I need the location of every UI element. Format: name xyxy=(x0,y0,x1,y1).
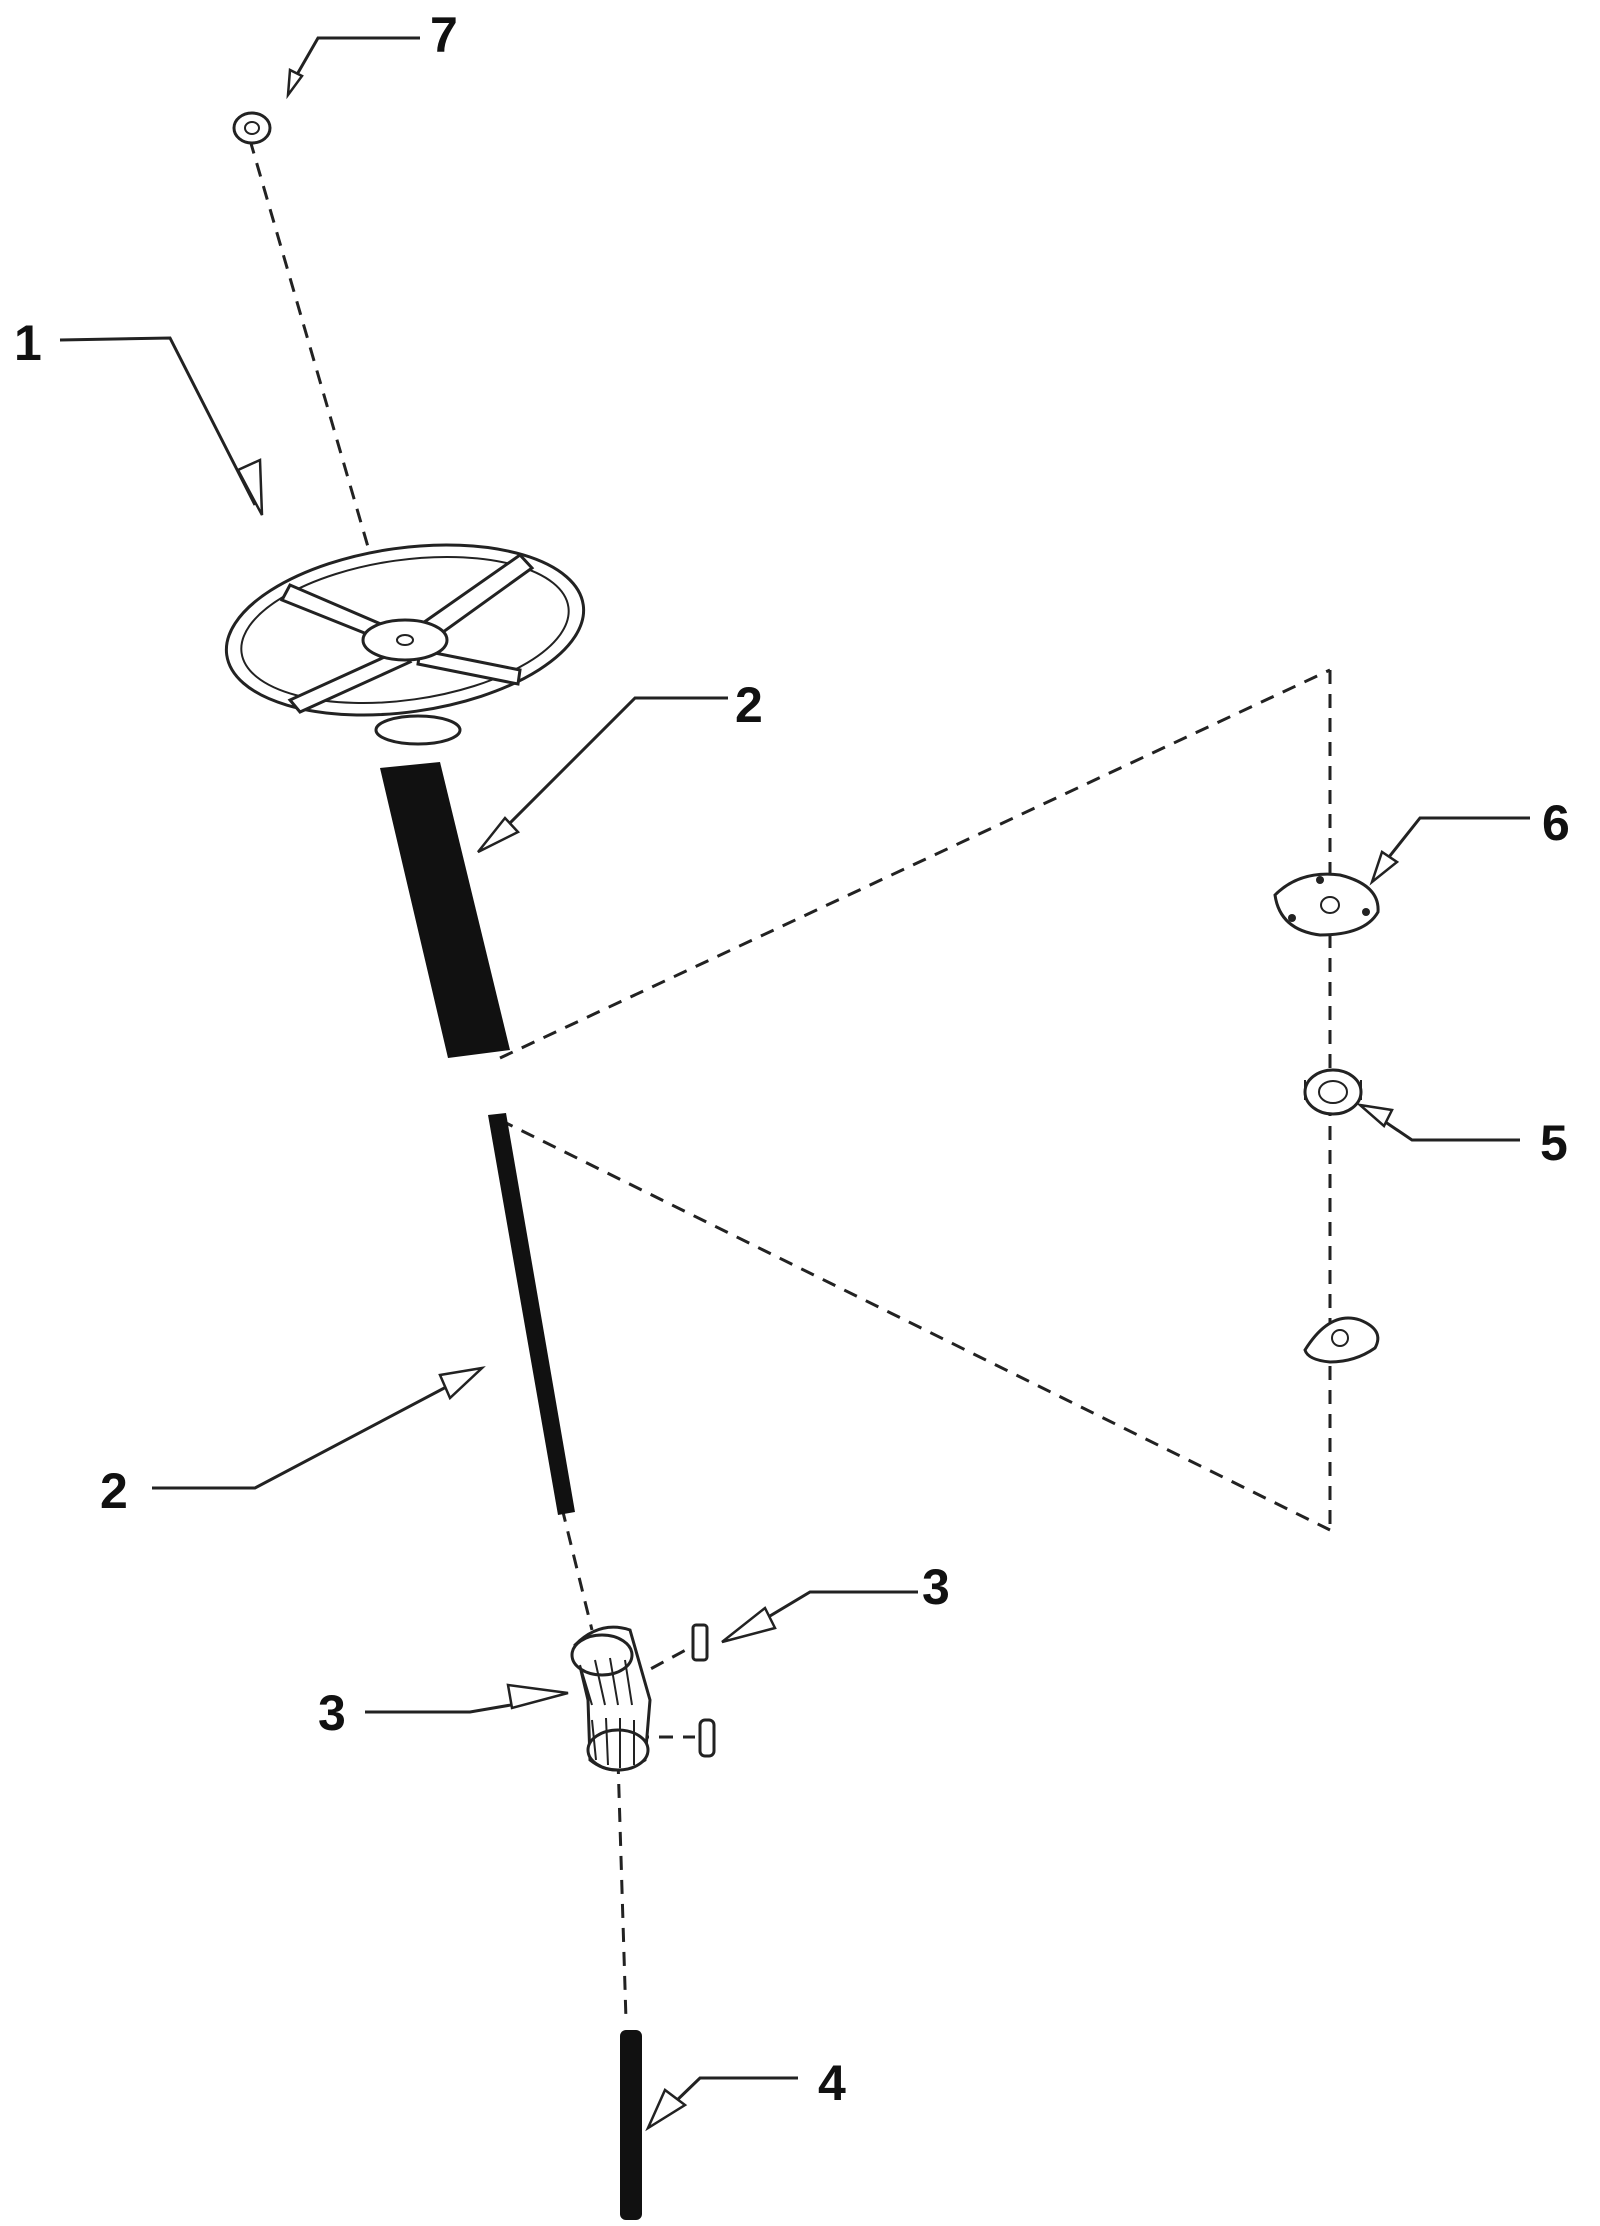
sleeve-part-2 xyxy=(380,762,510,1058)
pin-lower xyxy=(698,1718,716,1758)
axis-lower-diagonal xyxy=(499,1118,1331,1532)
label-part-2-upper: 2 xyxy=(735,677,763,733)
coupler-part-3 xyxy=(570,1625,652,1772)
axis-upper-diagonal xyxy=(499,668,1331,1060)
flange-part-6 xyxy=(1273,872,1380,937)
label-part-2-lower: 2 xyxy=(100,1463,128,1519)
rod-part-4 xyxy=(620,2030,642,2220)
assembly-axes xyxy=(248,139,1332,2021)
label-part-4: 4 xyxy=(818,2055,846,2111)
flange-lower xyxy=(1303,1316,1380,1364)
axis-shaft-to-coupler xyxy=(560,1507,594,1631)
label-part-3-right: 3 xyxy=(922,1559,950,1615)
label-part-6: 6 xyxy=(1542,795,1570,851)
label-part-7: 7 xyxy=(430,7,458,63)
axis-coupler-to-rod xyxy=(616,1759,628,2021)
label-part-5: 5 xyxy=(1540,1115,1568,1171)
bearing-part-5 xyxy=(1303,1068,1363,1116)
nut-part-7 xyxy=(232,111,272,145)
leader-lines xyxy=(59,36,1530,2132)
pin-upper xyxy=(691,1623,709,1662)
shaft-part-2 xyxy=(488,1113,575,1515)
label-part-1: 1 xyxy=(14,315,42,371)
part-labels: 7 1 2 6 5 2 3 3 4 xyxy=(14,7,1570,2111)
label-part-3-left: 3 xyxy=(318,1685,346,1741)
handwheel-part-1 xyxy=(224,543,586,746)
